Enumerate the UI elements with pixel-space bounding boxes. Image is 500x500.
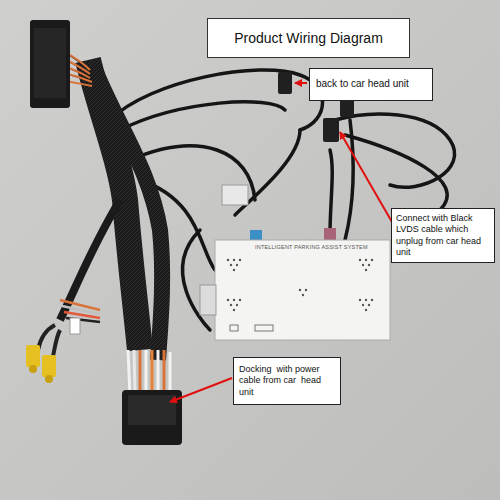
module-print: INTELLIGENT PARKING ASSIST SYSTEM <box>255 244 368 250</box>
callout-box: back to car head unit <box>309 68 433 101</box>
callout-text: Docking with power cable from car head u… <box>239 364 335 398</box>
callout-text: back to car head unit <box>316 78 426 91</box>
callout-box: Connect with Black LVDS cable which unpl… <box>391 208 495 263</box>
callout-box: Docking with power cable from car head u… <box>233 357 341 405</box>
diagram-title: Product Wiring Diagram <box>216 30 401 46</box>
title-box: Product Wiring Diagram <box>207 18 410 58</box>
callout-text: Connect with Black LVDS cable which unpl… <box>396 213 490 258</box>
